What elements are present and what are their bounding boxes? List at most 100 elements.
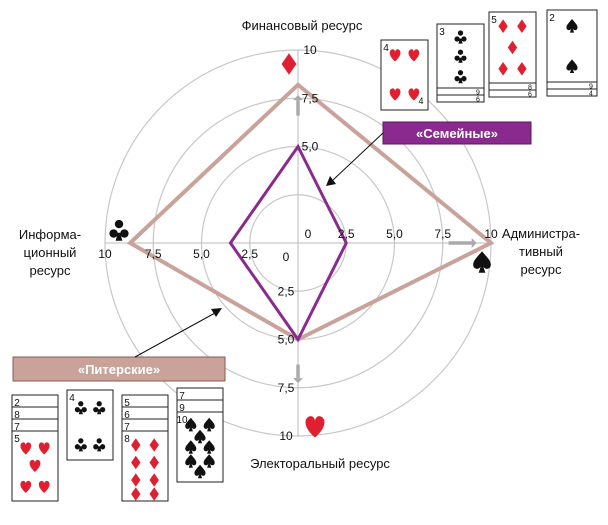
stack-spades-card-3: 10 — [176, 411, 224, 483]
legend-label-piterskie: «Питерские» — [78, 362, 160, 377]
card-2-spades: 2 — [546, 9, 598, 83]
axis-label-left-line-1: Информа- — [19, 227, 81, 242]
stack-diamonds-card-3-rank: 7 — [124, 422, 130, 433]
stack-diamonds-card-4-rank: 8 — [124, 434, 130, 445]
card-5-diamonds-under-edge-label-2: 6 — [528, 92, 532, 99]
stack-hearts-card-4-rank: 5 — [14, 434, 20, 445]
stack-diamonds-card-4-face — [121, 430, 169, 502]
card-4-hearts-rank-bottom: 4 — [418, 96, 423, 106]
card-4-hearts-pip-4 — [408, 88, 420, 101]
tick-label-bottom-2: 2,5 — [278, 284, 295, 298]
radar-series — [126, 82, 495, 343]
card-3-clubs-under-edge-label-1: 9 — [476, 90, 480, 97]
card-5-diamonds: 5 — [488, 11, 537, 84]
axis-label-left-line-2: ционный — [24, 245, 77, 260]
stack-spades-card-3-pip-2 — [203, 417, 215, 432]
card-5-diamonds-pip-1 — [498, 19, 508, 33]
spade-icon — [473, 251, 491, 273]
leader-line-piterskie — [134, 312, 216, 358]
tick-label-right-3: 5,0 — [386, 227, 403, 241]
stack-diamonds-card-4: 8 — [121, 430, 169, 502]
card-4-hearts-pip-3 — [389, 88, 401, 101]
stack-diamonds-card-2-rank: 6 — [124, 410, 130, 421]
heart-icon — [305, 416, 325, 438]
stack-spades-card-2: 9 — [176, 399, 224, 414]
tick-label-left-2: 7,5 — [145, 247, 162, 261]
tick-label-left-1: 10 — [98, 247, 112, 261]
tick-label-left-3: 5,0 — [193, 247, 210, 261]
legend-label-semeinye: «Семейные» — [416, 126, 498, 141]
tick-label-top-3: 10 — [303, 43, 317, 57]
axis-arrow-bottom-head — [293, 378, 303, 384]
stack-clubs-card-1-pip-3 — [74, 438, 87, 452]
card-5-diamonds-rank: 5 — [491, 15, 497, 26]
tick-label-right-1: 0 — [305, 227, 312, 241]
card-2-spades-pip-2 — [566, 59, 578, 73]
stack-hearts-card-2-rank: 8 — [14, 410, 20, 421]
card-5-diamonds-under-edge-label-1: 8 — [528, 85, 532, 92]
diamond-icon — [281, 53, 297, 75]
stack-hearts-card-4-pip-3 — [29, 459, 41, 472]
card-4-hearts-pip-2 — [408, 49, 420, 62]
stack-hearts-card-4-pip-2 — [38, 442, 50, 455]
card-3-clubs-pip-2 — [454, 49, 467, 63]
tick-label-left-4: 2,5 — [241, 247, 258, 261]
tick-label-right-4: 7,5 — [434, 227, 451, 241]
tick-label-bottom-1: 0 — [283, 250, 290, 264]
stack-hearts-card-3-rank: 7 — [14, 422, 20, 433]
axis-arrow-right-head — [471, 238, 477, 248]
stack-spades-card-3-pip-3 — [194, 429, 206, 444]
tick-label-right-5: 10 — [484, 227, 498, 241]
tick-label-bottom-3: 5,0 — [278, 333, 295, 347]
club-icon — [109, 219, 129, 241]
radar-axes — [105, 50, 491, 436]
stack-clubs-card-1-face — [66, 389, 114, 461]
series-callouts: «Семейные» «Питерские» — [12, 121, 532, 382]
axis-label-left-line-3: ресурс — [29, 263, 71, 278]
tick-labels: 5,0 7,5 10 0 2,5 5,0 7,5 10 0 2,5 5,0 7,5 10 10 7,5 5,0… — [98, 43, 498, 443]
leader-arrow-semeinye — [326, 176, 336, 186]
leader-arrow-piterskie — [211, 308, 222, 317]
stack-spades-card-3-pip-7 — [203, 454, 215, 468]
leader-line-semeinye — [332, 132, 384, 181]
card-2-spades-under-edge-2 — [546, 88, 598, 97]
stack-spades-card-3-pip-4 — [185, 440, 197, 454]
tick-label-top-1: 5,0 — [302, 140, 319, 154]
tick-label-top-2: 7,5 — [302, 91, 319, 105]
card-2-spades-under-edge-label-2: 4 — [589, 91, 593, 98]
stack-clubs-card-1-pip-4 — [93, 438, 106, 452]
stack-spades-card-3-pip-1 — [185, 417, 197, 432]
card-4-hearts-face — [380, 39, 429, 111]
legend-box-piterskie — [12, 356, 226, 382]
card-3-clubs-under-edge-2 — [436, 94, 485, 103]
axis-label-right-line-3: ресурс — [520, 262, 562, 277]
card-4-hearts: 4 — [380, 39, 429, 111]
card-5-diamonds-pip-4 — [498, 62, 508, 76]
card-5-diamonds-under-edge-2 — [488, 89, 537, 98]
stack-spades-card-3-pip-5 — [203, 440, 215, 454]
stack-spades-card-3-pip-8 — [194, 464, 206, 479]
card-3-clubs-pip-3 — [454, 70, 467, 84]
stack-clubs-card-1-rank: 4 — [69, 393, 75, 404]
stack-clubs-card-1-pip-2 — [93, 401, 106, 415]
stack-hearts-card-4-pip-1 — [20, 442, 32, 455]
series-polygon-2 — [228, 143, 348, 343]
card-3-clubs: 3 — [436, 23, 485, 89]
stack-spades-card-2-rank: 9 — [179, 403, 185, 414]
stack-hearts-card-4: 5 — [11, 430, 59, 502]
stack-diamonds-card-1-rank: 5 — [124, 398, 130, 409]
card-2-spades-rank: 2 — [549, 13, 555, 24]
card-4-hearts-rank: 4 — [383, 43, 389, 54]
stack-hearts-card-3: 7 — [11, 418, 59, 433]
axis-label-right-line-2: тивный — [519, 244, 563, 259]
tick-label-bottom-5: 10 — [279, 429, 293, 443]
axis-label-bottom: Электоральный ресурс — [250, 456, 390, 471]
stack-diamonds-card-2: 6 — [121, 406, 169, 421]
stack-hearts-card-1-rank: 2 — [14, 398, 20, 409]
tick-label-bottom-4: 7,5 — [278, 381, 295, 395]
axis-arrow-top-head — [293, 95, 303, 101]
stack-hearts-card-4-pip-4 — [20, 480, 32, 493]
